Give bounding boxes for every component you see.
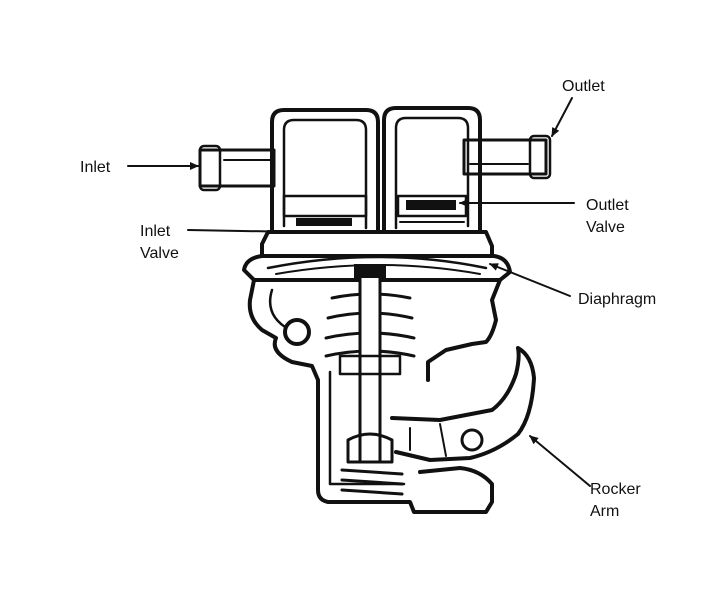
inlet-valve-callout xyxy=(187,229,301,233)
pull-rod xyxy=(338,264,402,464)
inlet-chamber xyxy=(270,108,380,234)
labels: Inlet Outlet Outlet Valve Inlet Valve Di… xyxy=(80,78,656,520)
diaphragm-callout xyxy=(489,263,571,297)
callouts xyxy=(127,97,591,487)
return-spring xyxy=(340,468,404,496)
rocker-arm-label-line1: Rocker xyxy=(590,481,641,498)
outlet-label: Outlet xyxy=(562,78,605,95)
inlet-label: Inlet xyxy=(80,159,111,176)
outlet-chamber xyxy=(382,106,482,234)
diaphragm-label: Diaphragm xyxy=(578,291,656,308)
rocker-arm-label-line2: Arm xyxy=(590,503,619,520)
pump-body xyxy=(247,278,502,514)
rocker-arm xyxy=(390,346,536,462)
inlet-valve-label-line1: Inlet xyxy=(140,223,171,240)
pump-illustration xyxy=(198,106,552,514)
outlet-callout xyxy=(551,97,573,137)
outlet-valve-label-line1: Outlet xyxy=(586,197,629,214)
outlet-tube xyxy=(462,134,552,180)
outlet-valve-label-line2: Valve xyxy=(586,219,625,236)
inlet-tube xyxy=(198,144,276,192)
inlet-valve-label-line2: Valve xyxy=(140,245,179,262)
valve-plate xyxy=(260,230,494,258)
rocker-arm-callout xyxy=(529,435,591,487)
